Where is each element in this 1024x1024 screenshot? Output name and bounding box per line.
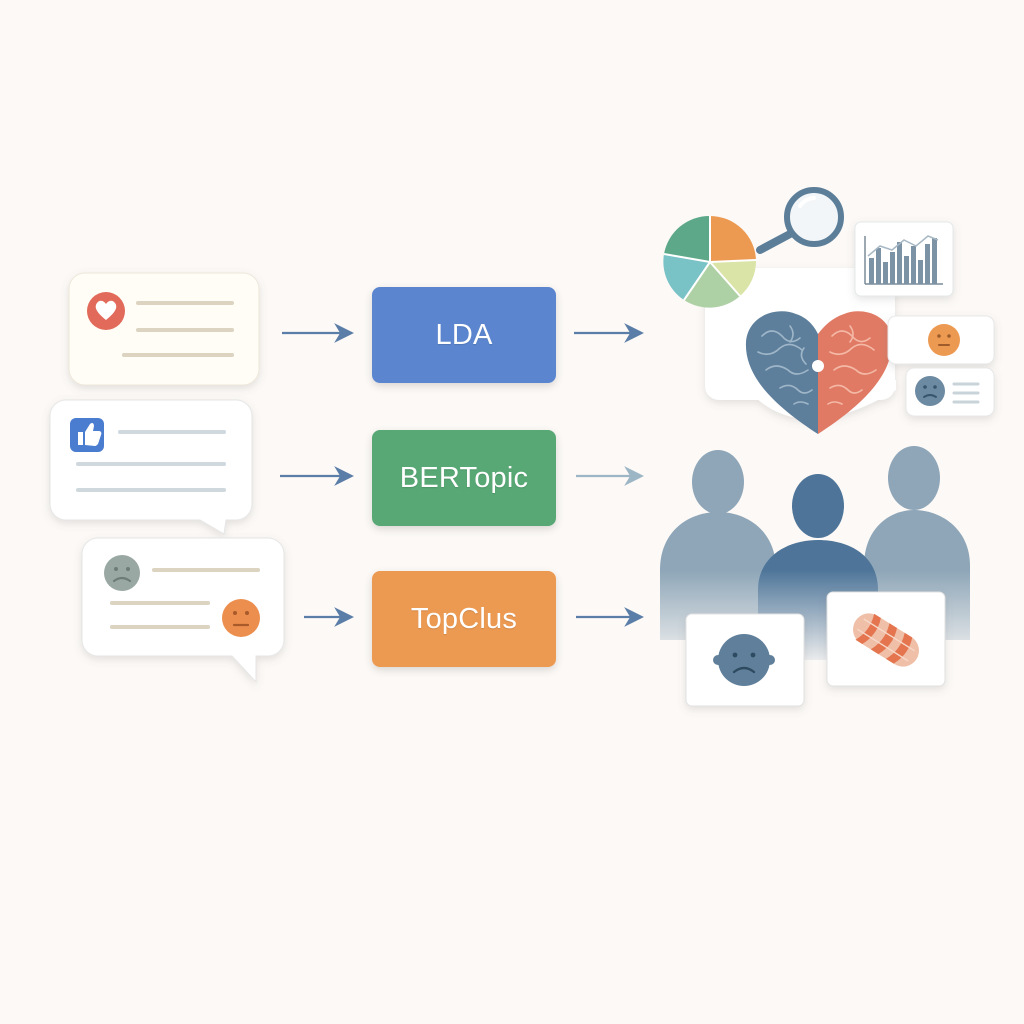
- muscle-fiber-icon: [853, 613, 919, 667]
- method-label-bertopic: BERTopic: [399, 461, 529, 494]
- neutral-face-icon: [928, 324, 960, 356]
- pie-chart-icon: [663, 215, 757, 308]
- method-box-bertopic: BERTopic: [372, 430, 556, 526]
- method-box-topclus: TopClus: [372, 571, 556, 667]
- sad-face-icon-large: [713, 634, 775, 686]
- brain-heart-icon: [745, 311, 892, 434]
- worried-face-icon: [222, 599, 260, 637]
- heart-icon: [87, 292, 125, 330]
- post-text-lines-sad: [110, 568, 260, 629]
- post-text-lines-thumbs-up: [76, 430, 226, 492]
- sad-face-icon: [104, 555, 140, 591]
- sad-face-icon-small: [915, 376, 945, 406]
- method-label-lda: LDA: [435, 318, 493, 351]
- bar-chart-icon: [864, 235, 943, 285]
- thumbs-up-icon: [70, 418, 104, 452]
- method-box-lda: LDA: [372, 287, 556, 383]
- emotion-text-lines: [952, 382, 980, 404]
- magnifier-icon: [756, 187, 844, 254]
- method-label-topclus: TopClus: [410, 602, 518, 635]
- arrows: [280, 323, 644, 627]
- post-text-lines-heart: [122, 301, 234, 357]
